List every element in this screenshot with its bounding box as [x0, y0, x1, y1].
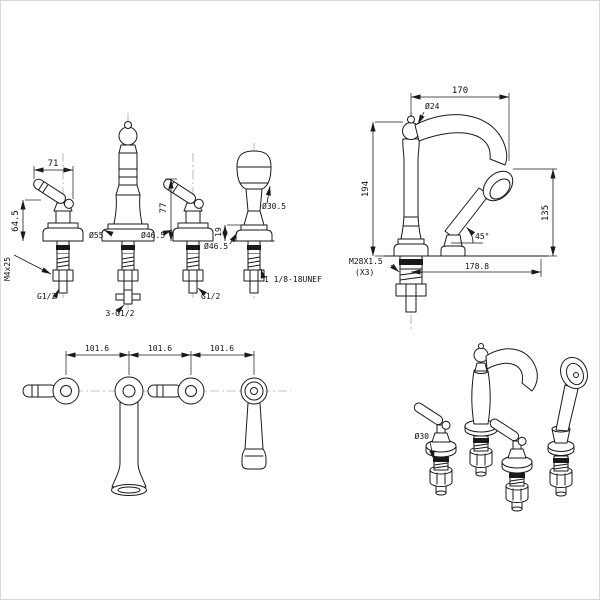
iso-view: Ø30 — [413, 343, 588, 512]
dim-angle: 45° — [475, 232, 489, 241]
front-left-handle — [31, 176, 84, 242]
dim-reach: 170 — [452, 86, 468, 96]
dim-handle-base-dia: Ø46.5 — [141, 230, 165, 240]
label-shower-thread: 1 1/8-18UNEF — [264, 275, 322, 284]
front-spout-shank — [107, 240, 149, 294]
top-view: 101.6 101.6 101.6 — [22, 344, 291, 496]
iso-spout — [464, 343, 538, 477]
dim-spray-head-dia: Ø30.5 — [262, 201, 286, 211]
side-spout-curve — [414, 114, 508, 166]
dim-handle-span: 71 — [48, 159, 59, 169]
dim-spout-base-dia: Ø55 — [89, 230, 104, 240]
iso-handshower — [547, 356, 588, 497]
label-center-thread: 3-G1/2 — [106, 309, 135, 318]
top-right-handle — [147, 377, 205, 405]
label-set-screw: M4x25 — [3, 257, 12, 281]
front-diverter-cross-v — [123, 289, 133, 305]
front-left-handle-shank — [42, 240, 84, 294]
label-left-thread: G1/2 — [37, 292, 56, 301]
label-shank-thread: M28X1.5 — [349, 257, 383, 266]
side-shower-handle — [444, 187, 490, 240]
dim-outlet-height: 135 — [541, 205, 551, 221]
top-handshower — [240, 377, 268, 470]
label-right-thread: G1/2 — [201, 292, 220, 301]
dim-spout-dia: Ø24 — [425, 101, 440, 111]
label-shank-thread-count: (X3) — [355, 268, 374, 277]
iso-left-handle — [413, 401, 456, 495]
dim-height: 194 — [361, 181, 371, 197]
dim-spacing-3: 101.6 — [210, 344, 234, 353]
top-left-handle — [22, 377, 80, 405]
dim-shank-dia: Ø30 — [415, 431, 430, 441]
dim-spacing-2: 101.6 — [148, 344, 172, 353]
front-handshower — [235, 150, 273, 242]
dim-spacing-1: 101.6 — [85, 344, 109, 353]
dim-handle2-height: 77 — [159, 203, 169, 214]
front-view: 71 64.5 M4x25 Ø55 Ø46.5 77 19 Ø30.5 Ø46.… — [3, 113, 322, 318]
dim-shower-base-dia: Ø46.5 — [204, 241, 228, 251]
front-right-handle — [161, 176, 214, 242]
front-spout — [101, 121, 155, 242]
dim-total-reach: 178.8 — [465, 262, 489, 271]
side-view: 170 Ø24 194 135 45° M28X1.5 (X3) 178.8 — [349, 86, 557, 331]
dim-handle-height: 64.5 — [11, 210, 21, 232]
front-shower-shank — [233, 240, 275, 294]
dim-cradle-height: 19 — [214, 227, 223, 237]
top-spout — [111, 376, 147, 496]
